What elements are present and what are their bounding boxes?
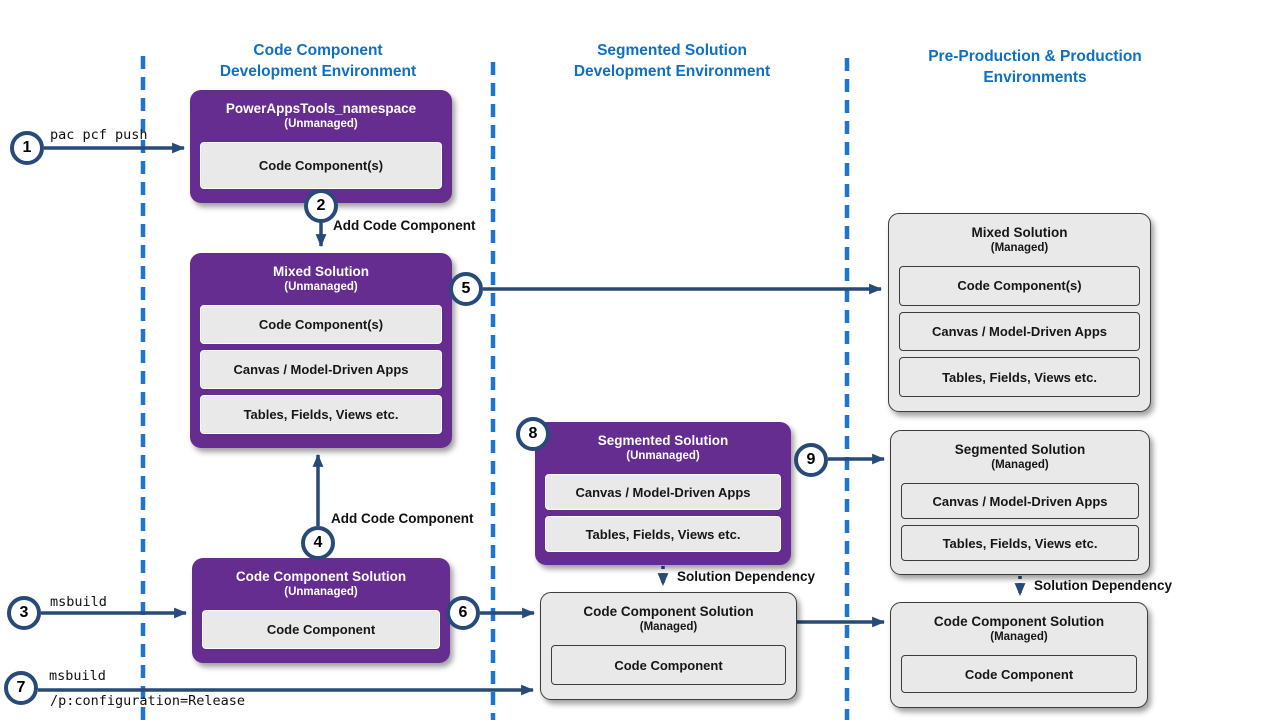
box-title: Segmented Solution: [597, 433, 729, 448]
box-title: Segmented Solution: [954, 442, 1086, 457]
label-msbuild-release-line2: /p:configuration=Release: [50, 693, 246, 709]
item-code-components: Code Component(s): [899, 266, 1140, 306]
item-code-components: Code Component(s): [200, 305, 442, 344]
item-code-components: Code Component(s): [200, 142, 442, 189]
label-solution-dependency-right: Solution Dependency: [1034, 578, 1173, 593]
box-title: Code Component Solution: [933, 614, 1105, 629]
step-badge-3: 3: [7, 596, 41, 630]
item-canvas-model-driven-apps: Canvas / Model-Driven Apps: [200, 350, 442, 389]
box-subtitle: (Unmanaged): [284, 281, 358, 293]
header-line: Development Environment: [573, 63, 771, 80]
box-title: Code Component Solution: [235, 569, 407, 584]
step-badge-6: 6: [446, 596, 480, 630]
box-subtitle: (Managed): [639, 621, 698, 633]
item-tables-fields-views: Tables, Fields, Views etc.: [901, 525, 1139, 561]
label-solution-dependency-mid: Solution Dependency: [677, 569, 816, 584]
column-header-code-component-dev-env: Code Component Development Environment: [158, 40, 478, 82]
box-code-component-solution-managed-mid: Code Component Solution (Managed) Code C…: [540, 592, 797, 700]
header-line: Code Component: [253, 42, 383, 59]
step-badge-2: 2: [304, 189, 338, 223]
box-subtitle: (Managed): [990, 631, 1048, 643]
column-header-preprod-prod-env: Pre-Production & Production Environments: [880, 46, 1190, 88]
item-canvas-model-driven-apps: Canvas / Model-Driven Apps: [545, 474, 781, 510]
item-code-component: Code Component: [901, 655, 1137, 693]
box-title: PowerAppsTools_namespace: [225, 101, 417, 116]
label-pac-pcf-push: pac pcf push: [50, 127, 148, 143]
column-header-segmented-solution-dev-env: Segmented Solution Development Environme…: [512, 40, 832, 82]
box-subtitle: (Managed): [990, 242, 1049, 254]
item-code-component: Code Component: [202, 610, 440, 649]
step-badge-9: 9: [794, 443, 828, 477]
item-tables-fields-views: Tables, Fields, Views etc.: [545, 516, 781, 552]
item-tables-fields-views: Tables, Fields, Views etc.: [899, 357, 1140, 398]
item-canvas-model-driven-apps: Canvas / Model-Driven Apps: [901, 483, 1139, 519]
label-add-code-component-bottom: Add Code Component: [331, 511, 474, 526]
label-add-code-component-top: Add Code Component: [333, 218, 476, 233]
box-segmented-solution-unmanaged: Segmented Solution (Unmanaged) Canvas / …: [535, 422, 791, 565]
box-mixed-solution-managed: Mixed Solution (Managed) Code Component(…: [888, 213, 1151, 412]
label-msbuild: msbuild: [50, 594, 107, 610]
item-canvas-model-driven-apps: Canvas / Model-Driven Apps: [899, 311, 1140, 352]
box-title: Mixed Solution: [971, 225, 1068, 240]
box-code-component-solution-managed-prod: Code Component Solution (Managed) Code C…: [890, 602, 1148, 708]
item-tables-fields-views: Tables, Fields, Views etc.: [200, 395, 442, 434]
box-subtitle: (Managed): [991, 459, 1049, 471]
header-line: Segmented Solution: [597, 42, 747, 59]
step-badge-5: 5: [449, 272, 483, 306]
box-title: Code Component Solution: [583, 604, 754, 619]
box-subtitle: (Unmanaged): [284, 586, 358, 598]
box-subtitle: (Unmanaged): [284, 118, 358, 130]
box-powerappstools-namespace-unmanaged: PowerAppsTools_namespace (Unmanaged) Cod…: [190, 90, 452, 203]
step-badge-8: 8: [516, 417, 550, 451]
box-code-component-solution-unmanaged: Code Component Solution (Unmanaged) Code…: [192, 558, 450, 663]
item-code-component: Code Component: [551, 645, 786, 685]
label-msbuild-release-line1: msbuild: [49, 668, 106, 684]
box-title: Mixed Solution: [273, 264, 369, 279]
step-badge-7: 7: [4, 671, 38, 705]
step-badge-4: 4: [301, 526, 335, 560]
box-subtitle: (Unmanaged): [626, 450, 700, 462]
header-line: Environments: [983, 69, 1087, 86]
box-mixed-solution-unmanaged: Mixed Solution (Unmanaged) Code Componen…: [190, 253, 452, 448]
header-line: Development Environment: [219, 63, 417, 80]
box-segmented-solution-managed: Segmented Solution (Managed) Canvas / Mo…: [890, 430, 1150, 575]
header-line: Pre-Production & Production: [928, 48, 1142, 65]
step-badge-1: 1: [10, 131, 44, 165]
